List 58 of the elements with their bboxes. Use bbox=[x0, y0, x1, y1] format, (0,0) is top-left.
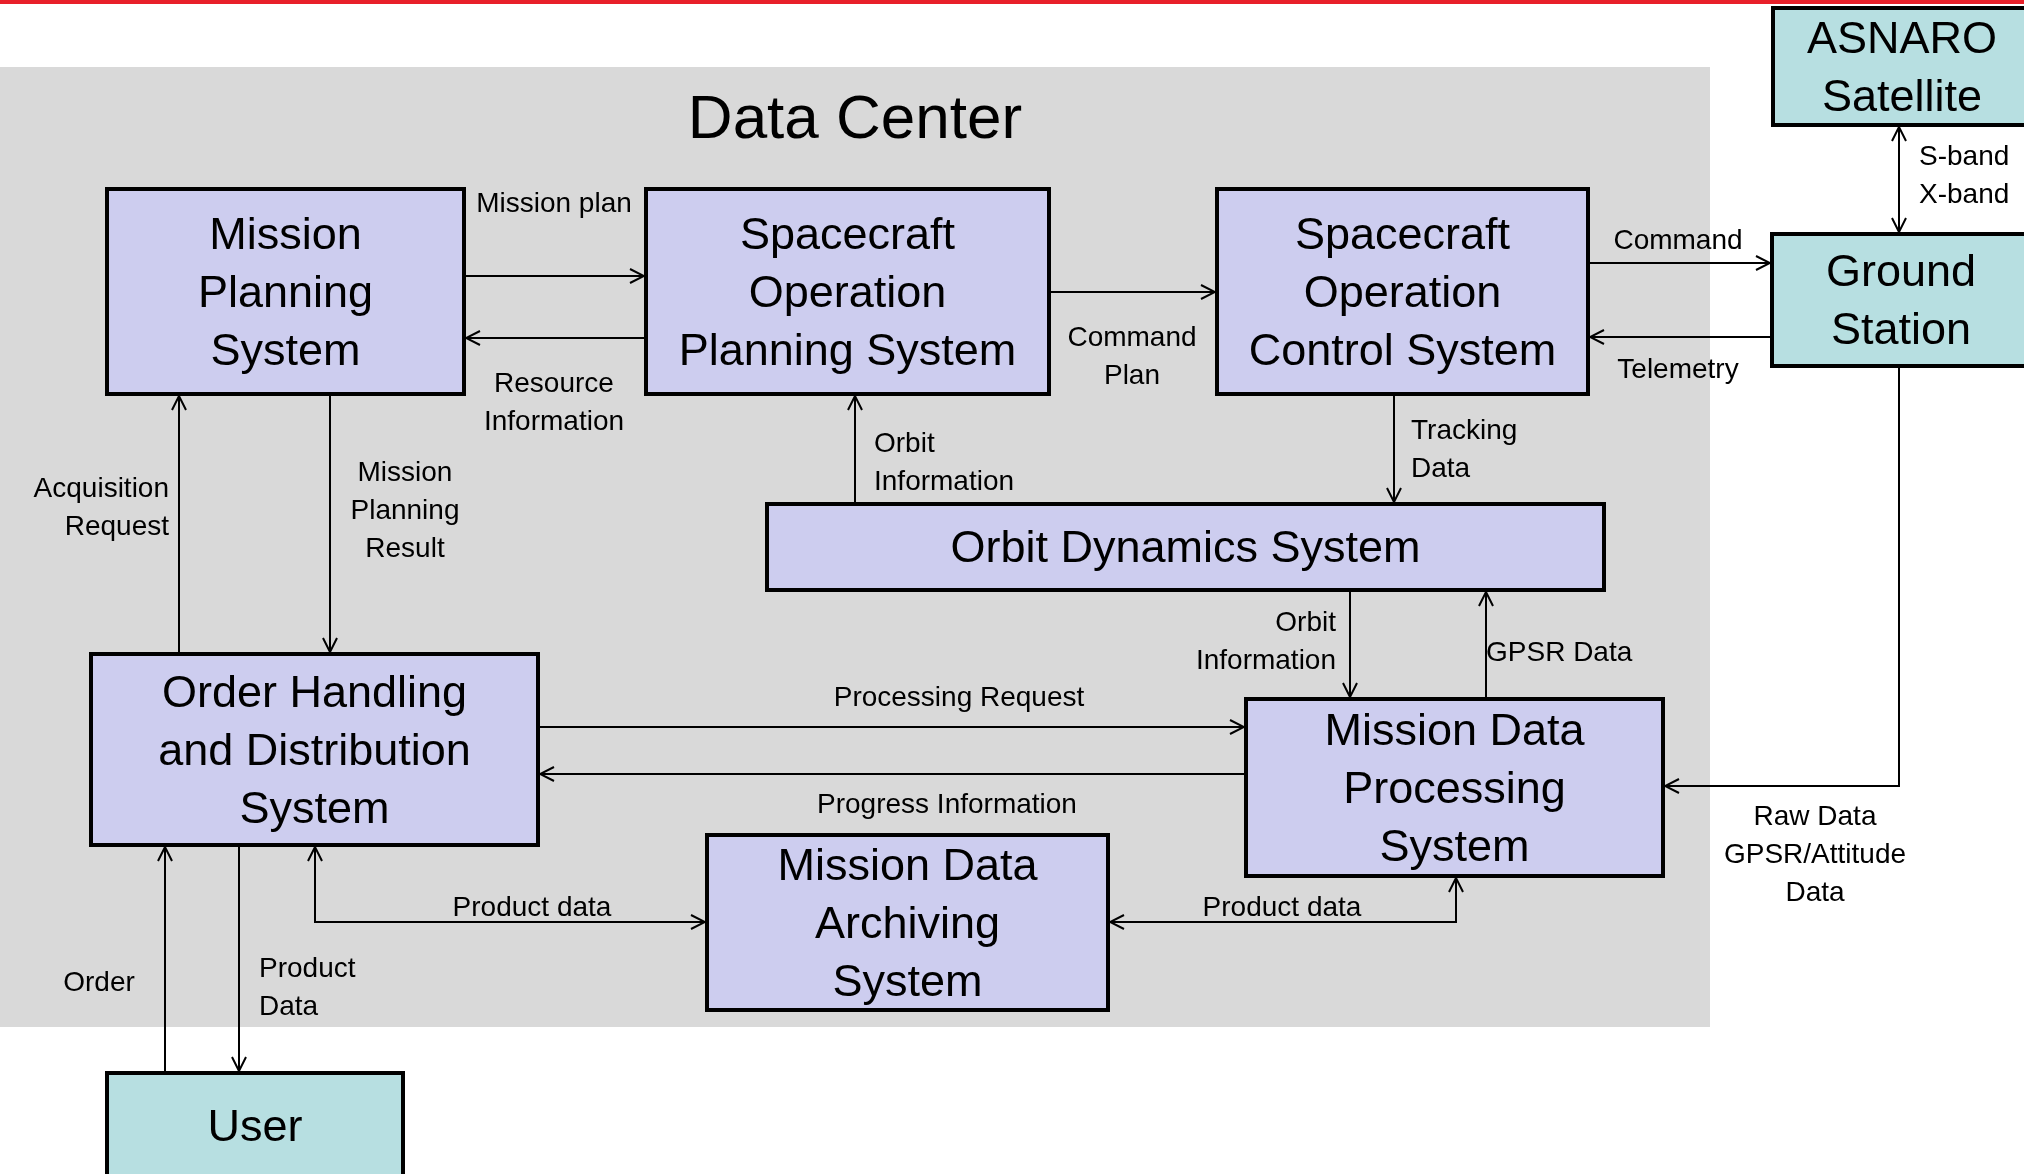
box-label: Mission Data Processing System bbox=[1323, 702, 1586, 873]
arrow bbox=[465, 330, 645, 346]
external-box bbox=[1770, 232, 2024, 368]
arrow bbox=[465, 268, 645, 284]
arrow bbox=[539, 766, 1245, 782]
arrow bbox=[1589, 329, 1771, 345]
edge-label: Mission Planning Result bbox=[349, 455, 461, 565]
edge-label: Product data bbox=[451, 890, 613, 924]
system-box bbox=[89, 652, 540, 847]
edge-label: Progress Information bbox=[816, 787, 1078, 821]
arrow bbox=[231, 846, 247, 1072]
edge-label: Product Data bbox=[259, 951, 357, 1023]
arrow bbox=[1109, 877, 1464, 930]
arrow bbox=[322, 395, 338, 653]
system-box bbox=[1244, 697, 1665, 878]
arrow bbox=[171, 395, 187, 653]
arrow bbox=[1342, 591, 1358, 698]
edge-label: Mission plan bbox=[475, 186, 633, 220]
edge-label: Command bbox=[1612, 223, 1744, 257]
external-box bbox=[1771, 6, 2024, 127]
edge-label: Resource Information bbox=[482, 366, 626, 438]
box-label: Mission Data Archiving System bbox=[776, 837, 1039, 1008]
box-label: Mission Planning System bbox=[196, 206, 375, 377]
edge-label: Processing Request bbox=[832, 680, 1086, 714]
arrow bbox=[1050, 284, 1216, 300]
edge-label: Tracking Data bbox=[1411, 413, 1519, 485]
edge-label: GPSR Data bbox=[1486, 635, 1634, 669]
box-label: User bbox=[207, 1099, 303, 1153]
edge-label: Order bbox=[62, 965, 136, 999]
arrow bbox=[1891, 126, 1907, 233]
system-box bbox=[1215, 187, 1590, 396]
box-label: Orbit Dynamics System bbox=[950, 520, 1421, 574]
edge-label: Command Plan bbox=[1067, 320, 1197, 392]
box-label: Spacecraft Operation Planning System bbox=[677, 206, 1018, 377]
arrow bbox=[157, 846, 173, 1072]
box-label: Ground Station bbox=[1824, 244, 1978, 356]
edge-label: Orbit Information bbox=[874, 426, 1016, 498]
system-box bbox=[765, 502, 1606, 592]
box-label: ASNARO Satellite bbox=[1805, 10, 1998, 123]
edge-label: S-band X-band bbox=[1919, 139, 2011, 211]
arrow bbox=[539, 719, 1245, 735]
arrow bbox=[1589, 255, 1771, 271]
arrow bbox=[847, 395, 863, 503]
arrow bbox=[307, 846, 706, 930]
edge-label: Orbit Information bbox=[1194, 605, 1336, 677]
region-title: Data Center bbox=[686, 81, 1024, 153]
edge-label: Acquisition Request bbox=[32, 471, 169, 543]
box-label: Order Handling and Distribution System bbox=[157, 664, 472, 835]
arrow bbox=[1664, 367, 1900, 794]
arrow bbox=[1386, 395, 1402, 503]
system-box bbox=[644, 187, 1051, 396]
arrow bbox=[1478, 591, 1494, 698]
external-box bbox=[105, 1071, 405, 1174]
system-box bbox=[705, 833, 1110, 1012]
edge-label: Raw Data GPSR/Attitude Data bbox=[1722, 799, 1908, 909]
edge-label: Product data bbox=[1201, 890, 1363, 924]
system-box bbox=[105, 187, 466, 396]
box-label: Spacecraft Operation Control System bbox=[1247, 206, 1558, 377]
